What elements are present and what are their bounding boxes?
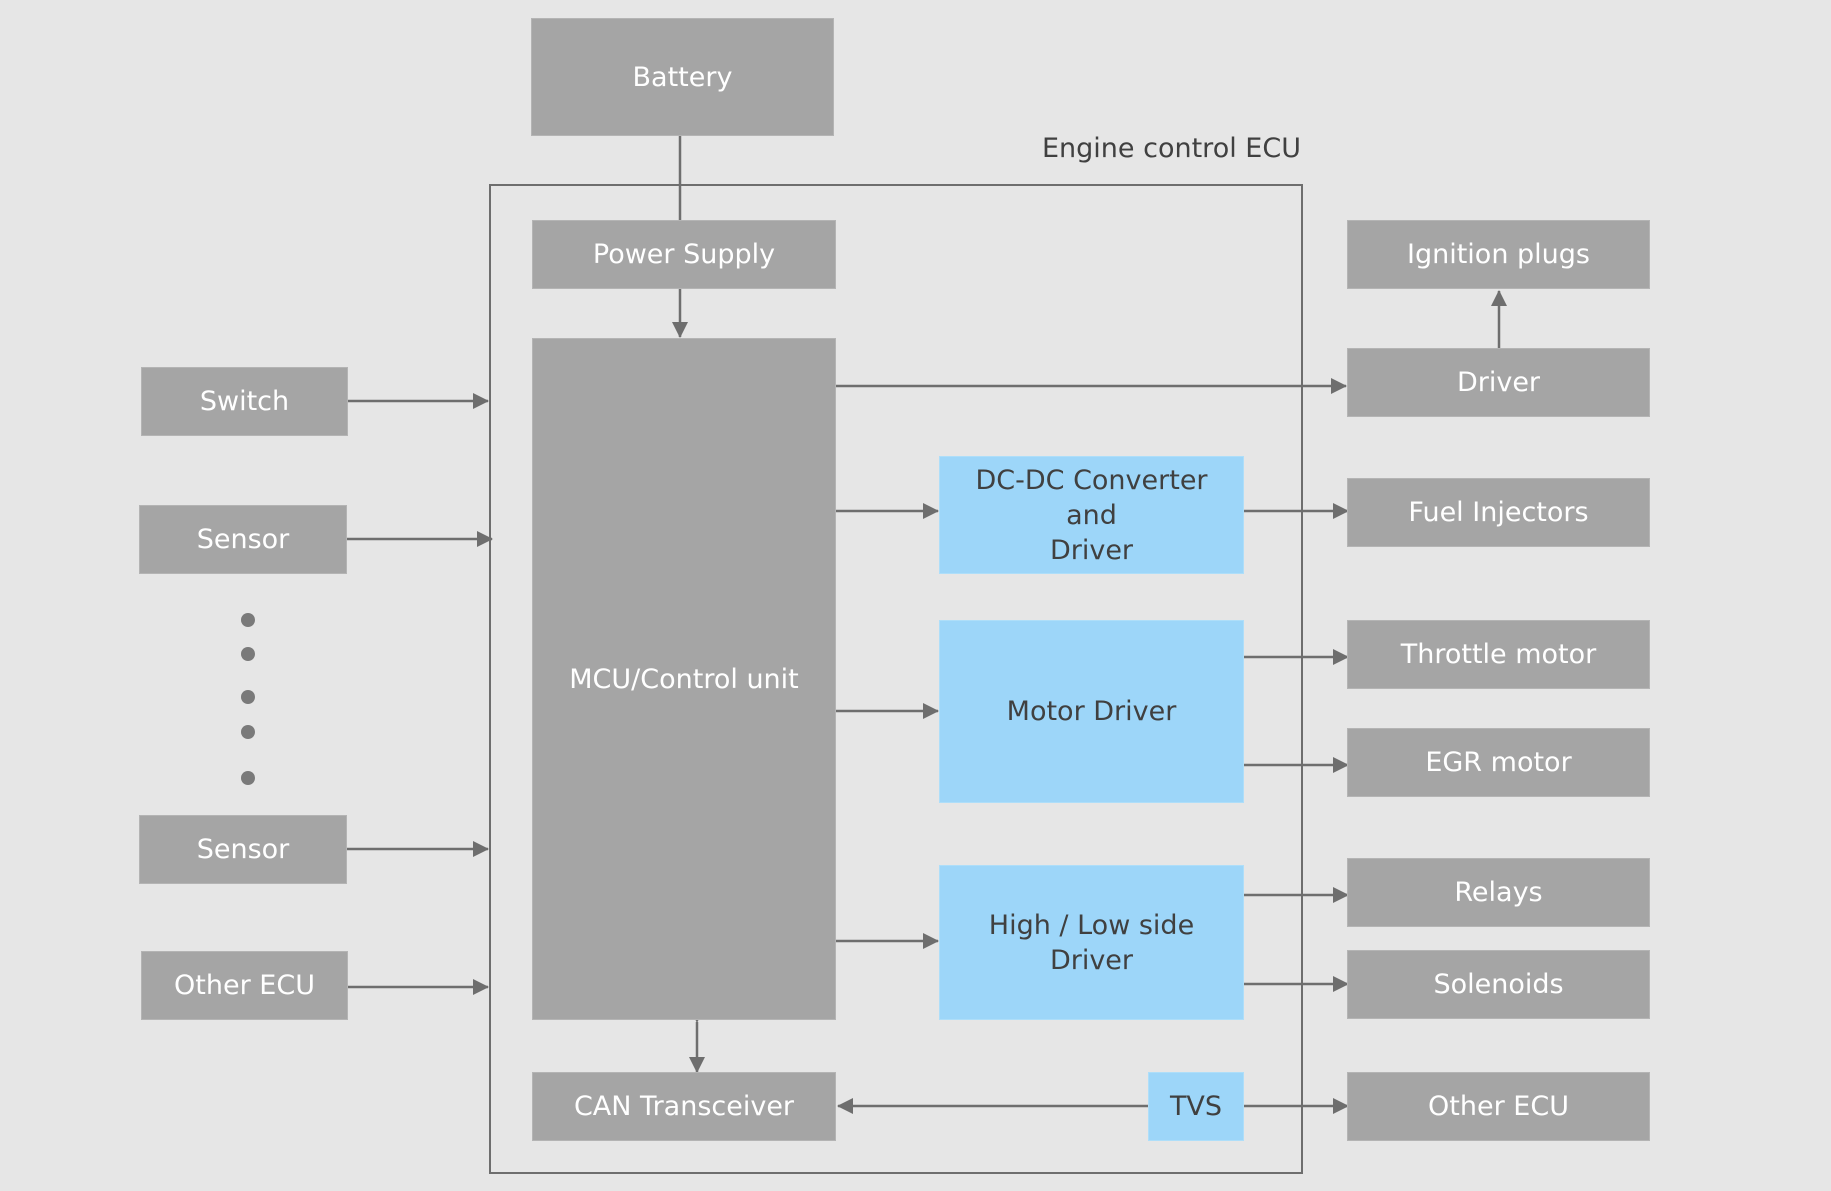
mcu-block: MCU/Control unit: [532, 338, 836, 1020]
ignition-plugs-block: Ignition plugs: [1347, 220, 1650, 289]
battery-block: Battery: [531, 18, 834, 136]
other-ecu-input-block: Other ECU: [141, 951, 348, 1020]
battery-label: Battery: [632, 61, 733, 93]
dcdc-converter-block: DC-DC Converter and Driver: [939, 456, 1244, 574]
fuel-injectors-label: Fuel Injectors: [1408, 497, 1589, 528]
high-low-side-driver-label: High / Low side Driver: [988, 909, 1195, 976]
switch-block: Switch: [141, 367, 348, 436]
motor-driver-block: Motor Driver: [939, 620, 1244, 803]
sensor-top-block: Sensor: [139, 505, 347, 574]
ecu-boundary: [489, 184, 1303, 1174]
ellipsis-dot: [241, 613, 255, 627]
sensor-bottom-block: Sensor: [139, 815, 347, 884]
high-low-side-driver-block: High / Low side Driver: [939, 865, 1244, 1020]
ellipsis-dot: [241, 725, 255, 739]
ellipsis-dot: [241, 771, 255, 785]
solenoids-label: Solenoids: [1433, 969, 1564, 1000]
power-supply-block: Power Supply: [532, 220, 836, 289]
driver-block: Driver: [1347, 348, 1650, 417]
throttle-motor-block: Throttle motor: [1347, 620, 1650, 689]
egr-motor-label: EGR motor: [1425, 747, 1572, 778]
motor-driver-label: Motor Driver: [1006, 696, 1177, 727]
fuel-injectors-block: Fuel Injectors: [1347, 478, 1650, 547]
tvs-block: TVS: [1148, 1072, 1244, 1141]
dcdc-converter-label: DC-DC Converter and Driver: [975, 464, 1208, 566]
power-supply-label: Power Supply: [592, 239, 776, 270]
throttle-motor-label: Throttle motor: [1400, 639, 1597, 670]
ignition-plugs-label: Ignition plugs: [1407, 239, 1590, 270]
relays-label: Relays: [1454, 877, 1543, 908]
sensor-top-label: Sensor: [196, 524, 290, 555]
other-ecu-input-label: Other ECU: [174, 970, 315, 1001]
can-transceiver-label: CAN Transceiver: [573, 1091, 795, 1122]
sensor-bottom-label: Sensor: [196, 834, 290, 865]
can-transceiver-block: CAN Transceiver: [532, 1072, 836, 1141]
other-ecu-output-block: Other ECU: [1347, 1072, 1650, 1141]
solenoids-block: Solenoids: [1347, 950, 1650, 1019]
mcu-label: MCU/Control unit: [569, 663, 799, 695]
ellipsis-dot: [241, 690, 255, 704]
switch-label: Switch: [199, 386, 290, 417]
other-ecu-output-label: Other ECU: [1428, 1091, 1569, 1122]
driver-label: Driver: [1456, 367, 1541, 398]
tvs-label: TVS: [1169, 1091, 1223, 1122]
relays-block: Relays: [1347, 858, 1650, 927]
ecu-title: Engine control ECU: [1042, 133, 1301, 164]
egr-motor-block: EGR motor: [1347, 728, 1650, 797]
ellipsis-dot: [241, 647, 255, 661]
